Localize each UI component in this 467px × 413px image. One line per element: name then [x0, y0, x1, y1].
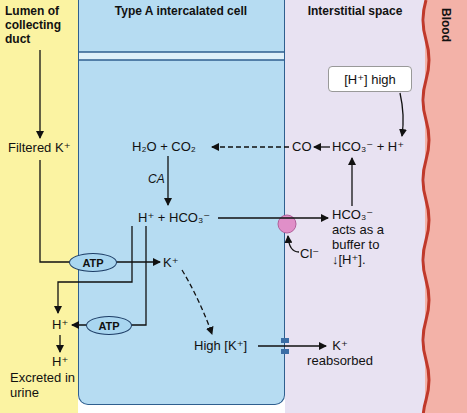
lumen-band: Lumen of collecting duct — [0, 0, 78, 413]
region-heading: Interstitial space — [285, 4, 425, 18]
process-label: CA — [148, 172, 165, 187]
region-heading: Type A intercalated cell — [79, 4, 283, 18]
process-label: K⁺ reabsorbed — [300, 338, 380, 368]
process-label: K⁺ — [163, 255, 179, 270]
process-label: H⁺ + HCO₃⁻ — [138, 210, 210, 225]
region-heading: Blood — [439, 8, 453, 42]
region-heading: Lumen of collecting duct — [5, 4, 75, 46]
process-label: H⁺ — [52, 317, 68, 332]
node-text: ATP — [82, 257, 103, 269]
cell-band: Type A intercalated cellATP ATP — [78, 0, 285, 405]
concentration-box: [H⁺] high — [328, 66, 412, 92]
atp-pump: ATP — [69, 253, 117, 272]
process-label: High [K⁺] — [194, 338, 247, 353]
node-text: ATP — [98, 320, 119, 332]
atp-pump: ATP — [86, 316, 132, 335]
process-label: H⁺ — [52, 354, 68, 369]
process-label: Cl⁻ — [300, 246, 319, 261]
interstitial-band: Interstitial space [H⁺] high — [285, 0, 425, 413]
process-label: HCO₃⁻ + H⁺ — [332, 139, 404, 154]
process-label: Filtered K⁺ — [8, 140, 71, 155]
process-label: HCO₃⁻ acts as a buffer to ↓[H⁺]. — [332, 207, 394, 267]
blood-band: Blood — [425, 0, 467, 413]
process-label: H₂O + CO₂ — [132, 139, 196, 154]
process-label: CO — [292, 139, 312, 154]
node-text: [H⁺] high — [344, 72, 396, 87]
process-label: Excreted in urine — [10, 370, 76, 400]
